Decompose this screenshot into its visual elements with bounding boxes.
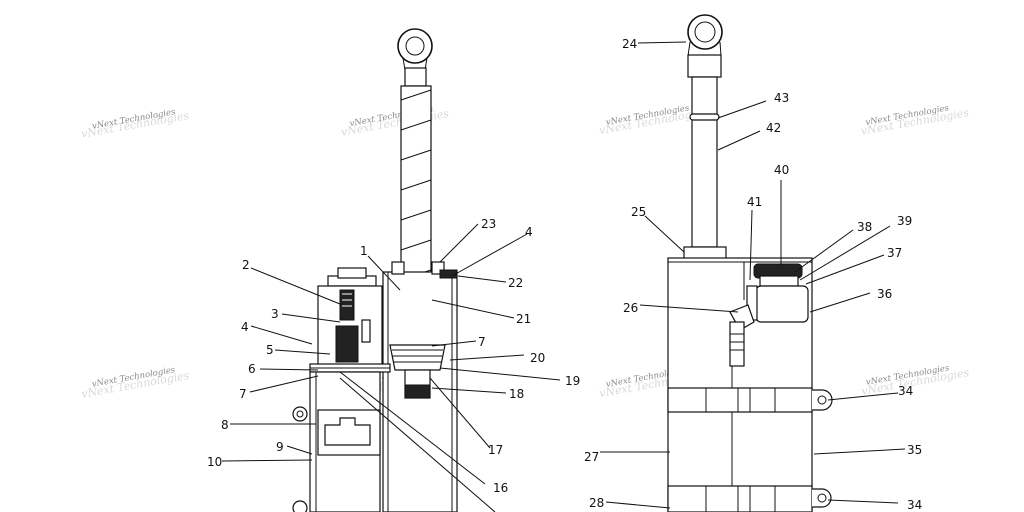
callout-40: 40 [774,163,789,177]
watermark-2: vNext Technologies vNext Technologies [340,104,450,138]
callout-23: 23 [481,217,496,231]
callout-4b: 4 [525,225,533,239]
callout-37: 37 [887,246,902,260]
watermark-8: vNext Technologies vNext Technologies [860,363,970,398]
callout-19: 19 [565,374,580,388]
watermark-4: vNext Technologies vNext Technologies [860,103,970,138]
watermark-5: vNext Technologies vNext Technologies [80,365,190,401]
callout-4: 4 [241,320,249,334]
right-reservoir-fitting [729,263,809,367]
callout-43: 43 [774,91,789,105]
callout-10: 10 [207,455,222,469]
callout-7: 7 [239,387,247,401]
callout-42: 42 [766,121,781,135]
callout-17: 17 [488,443,503,457]
callout-3: 3 [271,307,279,321]
callout-41: 41 [747,195,762,209]
left-leader-lines [221,223,561,512]
left-piston [389,344,446,399]
callout-9: 9 [276,440,284,454]
right-top-eyelet [687,14,723,78]
callout-24: 24 [622,37,637,51]
right-collar [683,246,727,260]
callout-27: 27 [584,450,599,464]
right-callouts: 24 43 42 40 41 25 38 39 37 36 26 34 35 2… [584,37,922,512]
callout-22: 22 [508,276,523,290]
callout-39: 39 [897,214,912,228]
callout-7b: 7 [478,335,486,349]
left-top-eyelet [397,28,433,87]
watermark-group: vNext Technologies vNext Technologies vN… [80,103,970,401]
callout-34: 34 [898,384,913,398]
callout-35: 35 [907,443,922,457]
watermark-1: vNext Technologies vNext Technologies [80,107,190,141]
callout-16: 16 [493,481,508,495]
callout-25: 25 [631,205,646,219]
callout-21: 21 [516,312,531,326]
callout-28: 28 [589,496,604,510]
callout-38: 38 [857,220,872,234]
callout-20: 20 [530,351,545,365]
callout-8: 8 [221,418,229,432]
callout-36: 36 [877,287,892,301]
right-leader-lines [600,41,906,509]
callout-26: 26 [623,301,638,315]
left-callouts: 1 2 3 4 5 6 7 8 9 10 23 4 22 21 7 20 19 … [207,217,580,495]
right-shaft [689,76,720,248]
left-reservoir [292,267,391,512]
right-clamp-band-upper [667,387,833,413]
callout-6: 6 [248,362,256,376]
callout-5: 5 [266,343,274,357]
right-clamp-band-lower [667,485,832,512]
callout-2: 2 [242,258,250,272]
right-exterior-shock: 24 43 42 40 41 25 38 39 37 36 26 34 35 2… [584,14,922,512]
callout-18: 18 [509,387,524,401]
left-sectioned-shock: 1 2 3 4 5 6 7 8 9 10 23 4 22 21 7 20 19 … [207,28,580,512]
callout-34b: 34 [907,498,922,512]
callout-1: 1 [360,244,368,258]
